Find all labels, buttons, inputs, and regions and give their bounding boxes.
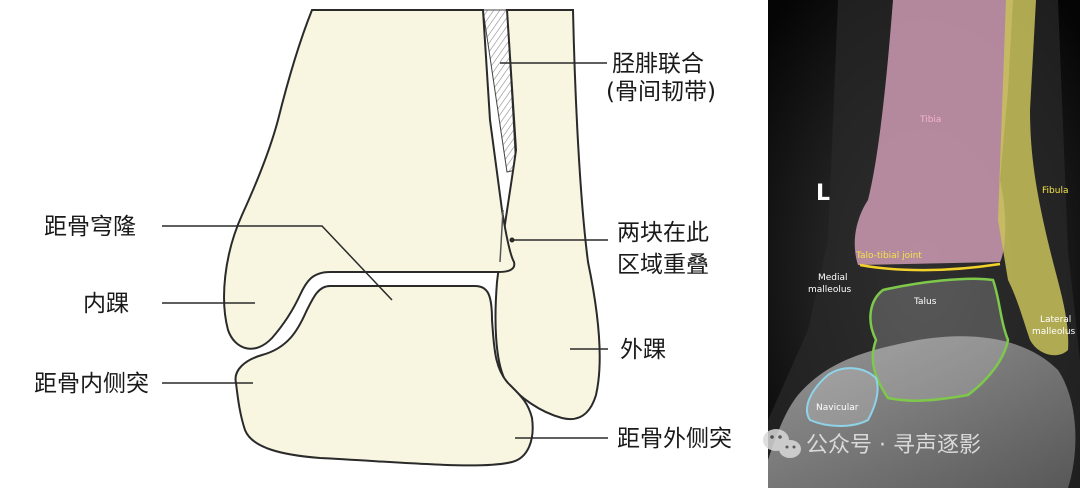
talus-outline (869, 277, 1010, 402)
navicular-outline (806, 367, 879, 427)
ankle-diagram-svg: 胫腓联合 (骨间韧带) 距骨穹隆 两块在此 区域重叠 内踝 外踝 距骨内侧突 距… (34, 9, 732, 467)
xray-label-talus: Talus (913, 297, 937, 307)
overlap-line (499, 209, 504, 263)
label-interosseous-ligament: (骨间韧带) (606, 79, 716, 105)
talo-tibial-joint-line (859, 262, 1001, 272)
xray-label-lateral-malleolus-2: malleolus (1032, 327, 1076, 337)
wechat-icon (763, 429, 801, 458)
xray-side-marker: L (816, 181, 830, 206)
label-lateral-process: 距骨外侧突 (617, 426, 732, 452)
xray-label-lateral-malleolus-1: Lateral (1040, 315, 1071, 325)
xray-label-medial-malleolus-1: Medial (818, 273, 848, 283)
label-overlap-line1: 两块在此 (617, 220, 709, 246)
xray-label-talo-tibial-joint: Talo-tibial joint (855, 251, 922, 261)
leader-talar-dome (162, 225, 393, 301)
label-overlap-line2: 区域重叠 (617, 252, 709, 278)
label-medial-malleolus: 内踝 (83, 291, 129, 317)
xray-svg: L Tibia Fibula Talo-tibial joint Medial … (768, 0, 1080, 488)
ankle-diagram: 胫腓联合 (骨间韧带) 距骨穹隆 两块在此 区域重叠 内踝 外踝 距骨内侧突 距… (34, 9, 732, 467)
overlap-dot (509, 237, 515, 243)
leader-lines (162, 62, 608, 439)
label-medial-process: 距骨内侧突 (34, 371, 149, 397)
xray-label-fibula: Fibula (1042, 186, 1068, 196)
label-lateral-malleolus: 外踝 (620, 337, 666, 363)
watermark-text: 公众号 · 寻声逐影 (806, 433, 981, 458)
xray-label-tibia: Tibia (919, 115, 941, 125)
label-talar-dome: 距骨穹隆 (44, 214, 136, 240)
label-syndesmosis: 胫腓联合 (612, 51, 704, 77)
xray-label-navicular: Navicular (816, 403, 859, 413)
xray-label-medial-malleolus-2: malleolus (808, 285, 852, 295)
tibia-bone (223, 9, 516, 350)
xray-image: L Tibia Fibula Talo-tibial joint Medial … (768, 0, 1080, 488)
fibula-bone (494, 9, 601, 420)
foot-bones (768, 336, 1076, 488)
talus-bone (234, 285, 534, 467)
tibia-overlay (854, 0, 1013, 265)
fibula-overlay (998, 0, 1069, 356)
